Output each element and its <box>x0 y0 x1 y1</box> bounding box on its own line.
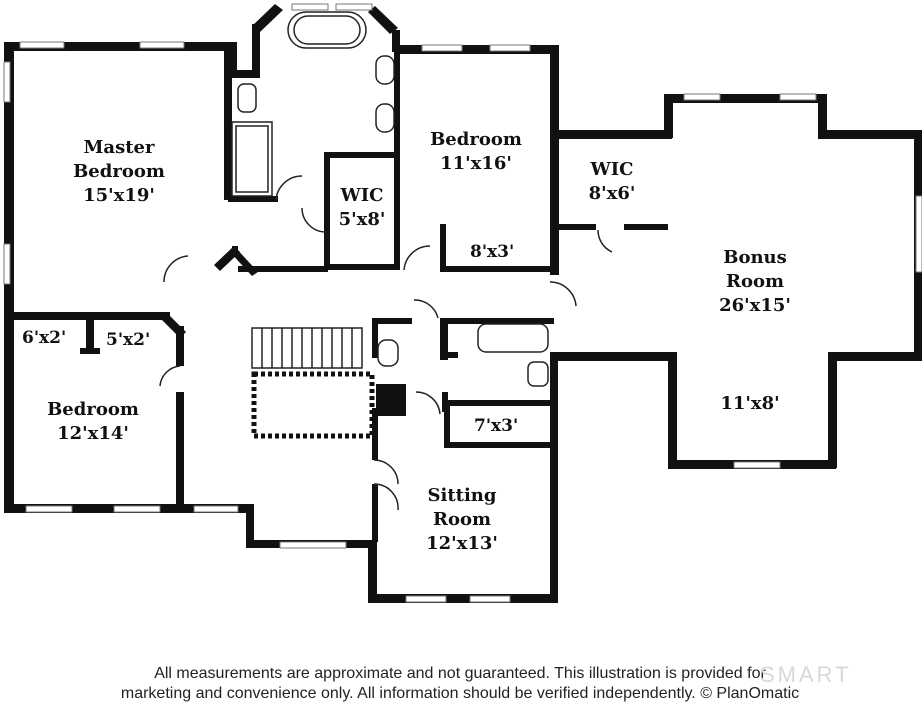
room-bonus-extension: 11'x8' <box>700 392 800 416</box>
room-wic-master: WIC 5'x8' <box>330 184 394 232</box>
closet-7x3: 7'x3' <box>474 416 519 436</box>
room-name-line2: Room <box>432 509 492 530</box>
room-size: 5'x8' <box>338 209 386 230</box>
room-sitting-room: Sitting Room 12'x13' <box>400 484 524 556</box>
room-size: 12'x14' <box>57 423 129 444</box>
disclaimer-line1: All measurements are approximate and not… <box>154 665 766 682</box>
room-name: Bedroom <box>430 129 522 150</box>
room-bedroom-upper: Bedroom 11'x16' <box>410 128 542 176</box>
room-size: 11'x8' <box>720 393 780 414</box>
room-name-line2: Bedroom <box>73 161 165 182</box>
windows <box>3 3 922 603</box>
fixtures <box>159 11 613 511</box>
room-name-line1: Bonus <box>723 247 787 268</box>
room-size: 8'x6' <box>588 183 636 204</box>
room-name: WIC <box>340 185 384 206</box>
disclaimer: All measurements are approximate and not… <box>60 664 860 704</box>
room-name-line2: Room <box>725 271 785 292</box>
room-size: 11'x16' <box>440 153 512 174</box>
room-size: 26'x15' <box>719 295 791 316</box>
room-name: WIC <box>590 159 634 180</box>
room-bedroom-lower: Bedroom 12'x14' <box>28 398 158 446</box>
room-master-bedroom: Master Bedroom 15'x19' <box>54 136 184 208</box>
room-name-line1: Sitting <box>427 485 497 506</box>
room-size: 12'x13' <box>426 533 498 554</box>
disclaimer-line2: marketing and convenience only. All info… <box>120 685 800 702</box>
brand-watermark: SMART <box>760 662 852 687</box>
room-wic-right: WIC 8'x6' <box>570 158 654 206</box>
room-size: 15'x19' <box>83 185 155 206</box>
closet-5x2: 5'x2' <box>106 330 151 350</box>
room-bonus-room: Bonus Room 26'x15' <box>690 246 820 318</box>
closet-8x3: 8'x3' <box>470 242 515 262</box>
room-name-line1: Master <box>83 137 155 158</box>
closet-6x2: 6'x2' <box>22 328 67 348</box>
room-name: Bedroom <box>47 399 139 420</box>
